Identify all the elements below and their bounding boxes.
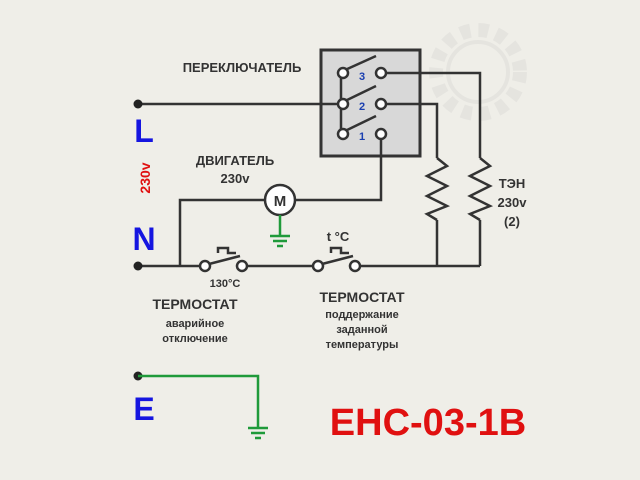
switch-contacts [336, 66, 388, 141]
switch-position-1: 1 [359, 131, 365, 143]
heater-resistor-2 [467, 157, 494, 222]
switch-lever-1 [344, 114, 377, 133]
thermostat-control-line1: поддержание [325, 309, 398, 321]
wire-heater-2 [385, 71, 482, 266]
thermostat-control-line3: температуры [326, 339, 399, 351]
switch-position-2: 2 [359, 101, 365, 113]
terminal-E-label: E [133, 391, 154, 427]
model-label: ЕНС-03-1В [330, 402, 526, 444]
switch-lever-2 [344, 84, 377, 103]
voltage-label: 230v [137, 162, 153, 193]
heater-voltage: 230v [498, 195, 528, 210]
motor-label: ДВИГАТЕЛЬ [196, 153, 274, 168]
thermostat-control-temp: t °C [327, 229, 350, 244]
thermostat-safety-temp: 130°C [210, 278, 241, 290]
thermostat-safety-line2: отключение [162, 333, 227, 345]
thermostat-control-title: ТЕРМОСТАТ [320, 289, 405, 305]
switch-position-3: 3 [359, 71, 365, 83]
thermostat-safety-symbol [198, 246, 249, 273]
wire-motor-neutral [178, 198, 265, 266]
heater-label: ТЭН [499, 176, 526, 191]
thermostat-control-line2: заданной [336, 324, 387, 336]
wire-heater-1 [385, 102, 439, 266]
motor-ground-icon [270, 215, 290, 248]
heater-resistor-1 [424, 157, 451, 222]
thermostat-safety-line1: аварийное [166, 318, 225, 330]
terminal-L-dot [133, 99, 143, 109]
terminal-N-label: N [132, 221, 155, 257]
thermostat-control-symbol [311, 246, 362, 273]
heater-count: (2) [504, 214, 520, 229]
terminal-N-dot [133, 261, 143, 271]
switch-lever-3 [344, 54, 377, 72]
earth-ground-icon [248, 426, 268, 440]
terminal-L-label: L [134, 113, 154, 149]
motor-symbol: M [274, 193, 287, 210]
switch-label: ПЕРЕКЛЮЧАТЕЛЬ [183, 60, 302, 75]
motor-voltage: 230v [221, 171, 251, 186]
wire-E [138, 374, 260, 428]
thermostat-safety-title: ТЕРМОСТАТ [153, 296, 238, 312]
wire-motor [295, 138, 383, 202]
